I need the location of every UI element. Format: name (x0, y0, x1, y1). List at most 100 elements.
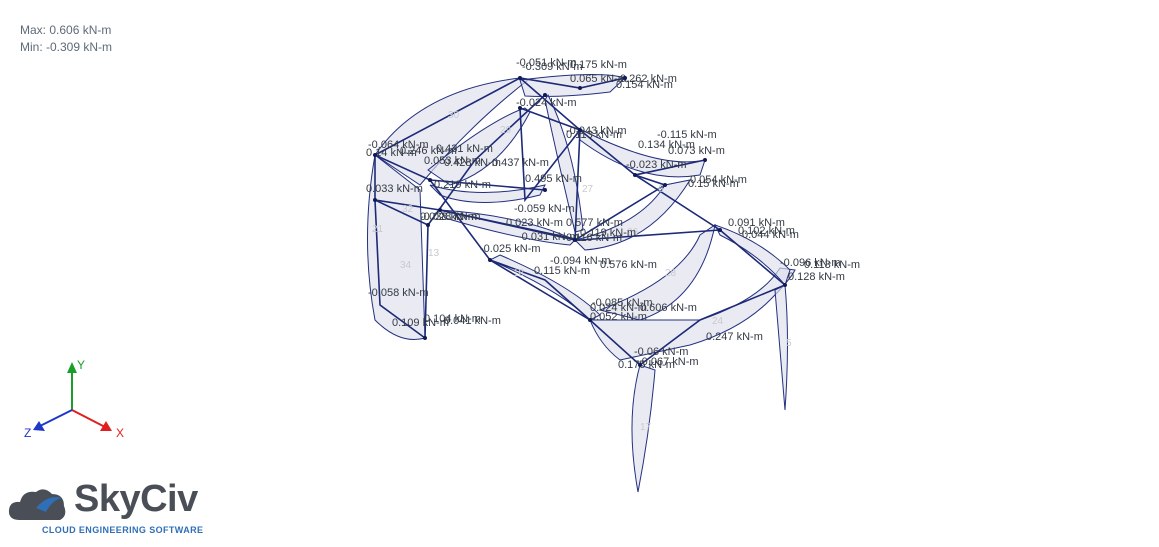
frame-node[interactable] (543, 93, 547, 97)
moment-value-label: 0.606 kN-m (640, 302, 697, 314)
frame-node[interactable] (488, 258, 492, 262)
frame-node[interactable] (518, 106, 522, 110)
member-number: 6 (658, 184, 664, 195)
frame-node[interactable] (578, 86, 582, 90)
member-number: 13 (428, 248, 440, 259)
frame-node[interactable] (373, 153, 377, 157)
moment-value-label: 0.119 kN-m (580, 227, 636, 239)
frame-node[interactable] (783, 283, 787, 287)
frame-node[interactable] (588, 318, 592, 322)
x-axis-label: X (116, 426, 124, 440)
frame-member[interactable] (374, 77, 626, 156)
moment-value-label: 0.576 kN-m (600, 259, 657, 271)
frame-node[interactable] (373, 198, 377, 202)
frame-node[interactable] (426, 223, 430, 227)
moment-value-label: 0.437 kN-m (492, 157, 549, 169)
y-axis-label: Y (77, 358, 85, 372)
frame-node[interactable] (543, 188, 547, 192)
member-number: 17 (640, 422, 652, 433)
cloud-logo-icon (8, 489, 66, 520)
member-number: 21 (372, 224, 384, 235)
moment-value-label: -0.051 kN-m (516, 57, 577, 69)
moment-value-label: 0.054 kN-m (690, 174, 747, 186)
moment-value-label: -0.023 kN-m (626, 159, 687, 171)
frame-member[interactable] (574, 129, 581, 241)
x-axis-arrow-icon (100, 421, 112, 431)
moment-value-label: 0.109 kN-m (392, 317, 449, 329)
moment-diagram (589, 267, 796, 361)
moment-value-label: 0.154 kN-m (616, 79, 673, 91)
moment-value-label: 0.262 kN-m (620, 73, 677, 85)
moment-diagram (577, 127, 706, 178)
frame-member[interactable] (519, 77, 706, 176)
moment-value-label: 0.246 kN-m (400, 145, 457, 157)
moment-value-label: 0.175 kN-m (618, 359, 675, 371)
moment-value-label: 0.053 kN-m (424, 155, 481, 167)
moment-diagram (439, 209, 576, 246)
moment-value-label: 0.104 kN-m (424, 313, 481, 325)
member-number: 24 (712, 316, 724, 327)
moment-value-label: 0.15 kN-m (688, 178, 739, 190)
frame-member[interactable] (489, 259, 591, 321)
frame-member[interactable] (519, 107, 582, 203)
member-number: 26 (627, 227, 639, 238)
moment-value-label: -0.094 kN-m (550, 255, 611, 267)
moment-value-label: -0.096 kN-m (780, 257, 841, 269)
moment-value-label: 0.033 kN-m (366, 183, 423, 195)
z-axis-label: Z (24, 426, 31, 440)
frame-member[interactable] (439, 209, 721, 241)
moment-value-label: -0.064 kN-m (368, 139, 429, 151)
frame-node[interactable] (518, 76, 522, 80)
moment-value-label: -0.309 kN-m (522, 61, 583, 73)
moment-value-label: 0.052 kN-m (590, 311, 647, 323)
moment-value-label: -0.115 kN-m (657, 129, 717, 141)
moment-value-label: 0.495 kN-m (525, 173, 582, 185)
frame-node[interactable] (633, 173, 637, 177)
member-number: 5 (786, 338, 792, 349)
moment-value-label: 0.115 kN-m (534, 265, 590, 277)
moment-value-label: 0.428 kN-m (444, 157, 501, 169)
member-number: 30 (448, 110, 460, 121)
frame-node[interactable] (578, 128, 582, 132)
moment-value-label: -0.043 kN-m (566, 125, 627, 137)
logo-wordmark: SkyCiv (74, 478, 198, 520)
moment-value-label: -0.058 kN-m (368, 287, 429, 299)
frame-node[interactable] (718, 228, 722, 232)
frame-node[interactable] (703, 158, 707, 162)
frame-node[interactable] (573, 238, 577, 242)
moment-value-label: 0.038 kN-m (420, 211, 477, 223)
moment-value-label: 0.175 kN-m (570, 59, 627, 71)
moment-diagram (774, 284, 788, 411)
moment-value-label: 0.024 kN-m (590, 302, 647, 314)
moment-value-label: 0.113 kN-m (566, 129, 622, 141)
moment-value-label: 0.128 kN-m (788, 271, 845, 283)
frame-node[interactable] (623, 76, 627, 80)
frame-node[interactable] (638, 363, 642, 367)
frame-member[interactable] (589, 284, 786, 367)
moment-value-label: -0.06 kN-m (634, 346, 688, 358)
moment-value-label: 0.134 kN-m (638, 139, 695, 151)
skyciv-logo: SkyCiv CLOUD ENGINEERING SOFTWARE (6, 478, 206, 540)
moment-value-label: 0.431 kN-m (436, 143, 493, 155)
max-moment-text: Max: 0.606 kN-m (20, 23, 112, 37)
frame-node[interactable] (423, 336, 427, 340)
frame-node[interactable] (663, 183, 667, 187)
moment-value-label: -0.025 kN-m (480, 243, 541, 255)
moment-value-label: 0.247 kN-m (706, 331, 763, 343)
moment-label-layer: -0.051 kN-m-0.309 kN-m0.175 kN-m0.065 kN… (366, 57, 860, 371)
member-number: 34 (400, 260, 412, 271)
frame-node[interactable] (438, 208, 442, 212)
moment-value-label: 0.073 kN-m (668, 145, 725, 157)
moment-value-label: -0.024 kN-m (516, 97, 577, 109)
moment-value-label: -0.031 kN-m (518, 231, 579, 243)
moment-value-label: 0.102 kN-m (738, 225, 795, 237)
frame-node[interactable] (428, 178, 432, 182)
frame-member[interactable] (427, 94, 546, 226)
logo-tagline: CLOUD ENGINEERING SOFTWARE (42, 525, 204, 535)
moment-value-label: 0.044 kN-m (742, 229, 799, 241)
min-moment-text: Min: -0.309 kN-m (20, 40, 113, 54)
z-axis-line (39, 409, 73, 427)
moment-value-label: 0.041 kN-m (444, 315, 501, 327)
